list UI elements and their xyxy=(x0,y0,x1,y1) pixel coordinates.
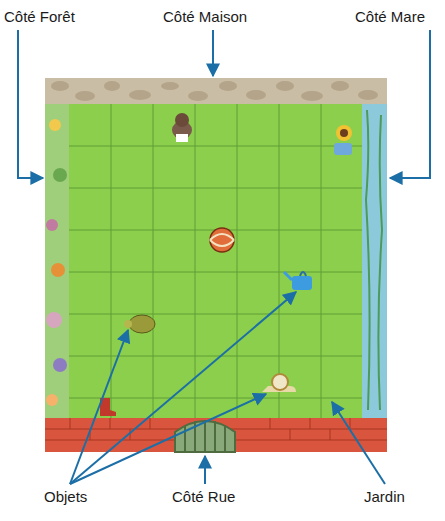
stone-wall xyxy=(45,78,387,104)
region-label: Côté Rue xyxy=(172,488,235,506)
region-label: Objets xyxy=(44,488,87,506)
region-label: Jardin xyxy=(364,488,405,506)
reeds xyxy=(366,110,382,410)
watering-can xyxy=(284,272,312,290)
leader-arrows xyxy=(18,30,430,484)
pond-strip xyxy=(362,104,387,418)
forest-plants xyxy=(46,119,67,406)
forest-strip xyxy=(45,104,69,418)
stones xyxy=(51,81,378,101)
snail xyxy=(262,374,296,392)
brick-wall xyxy=(45,418,387,452)
dog xyxy=(172,113,192,142)
sunflower-can xyxy=(334,125,352,155)
gate xyxy=(175,420,235,452)
region-label: Côté Forêt xyxy=(4,8,75,26)
region-label: Côté Mare xyxy=(355,8,425,26)
region-label: Côté Maison xyxy=(163,8,247,26)
ball xyxy=(210,228,234,252)
